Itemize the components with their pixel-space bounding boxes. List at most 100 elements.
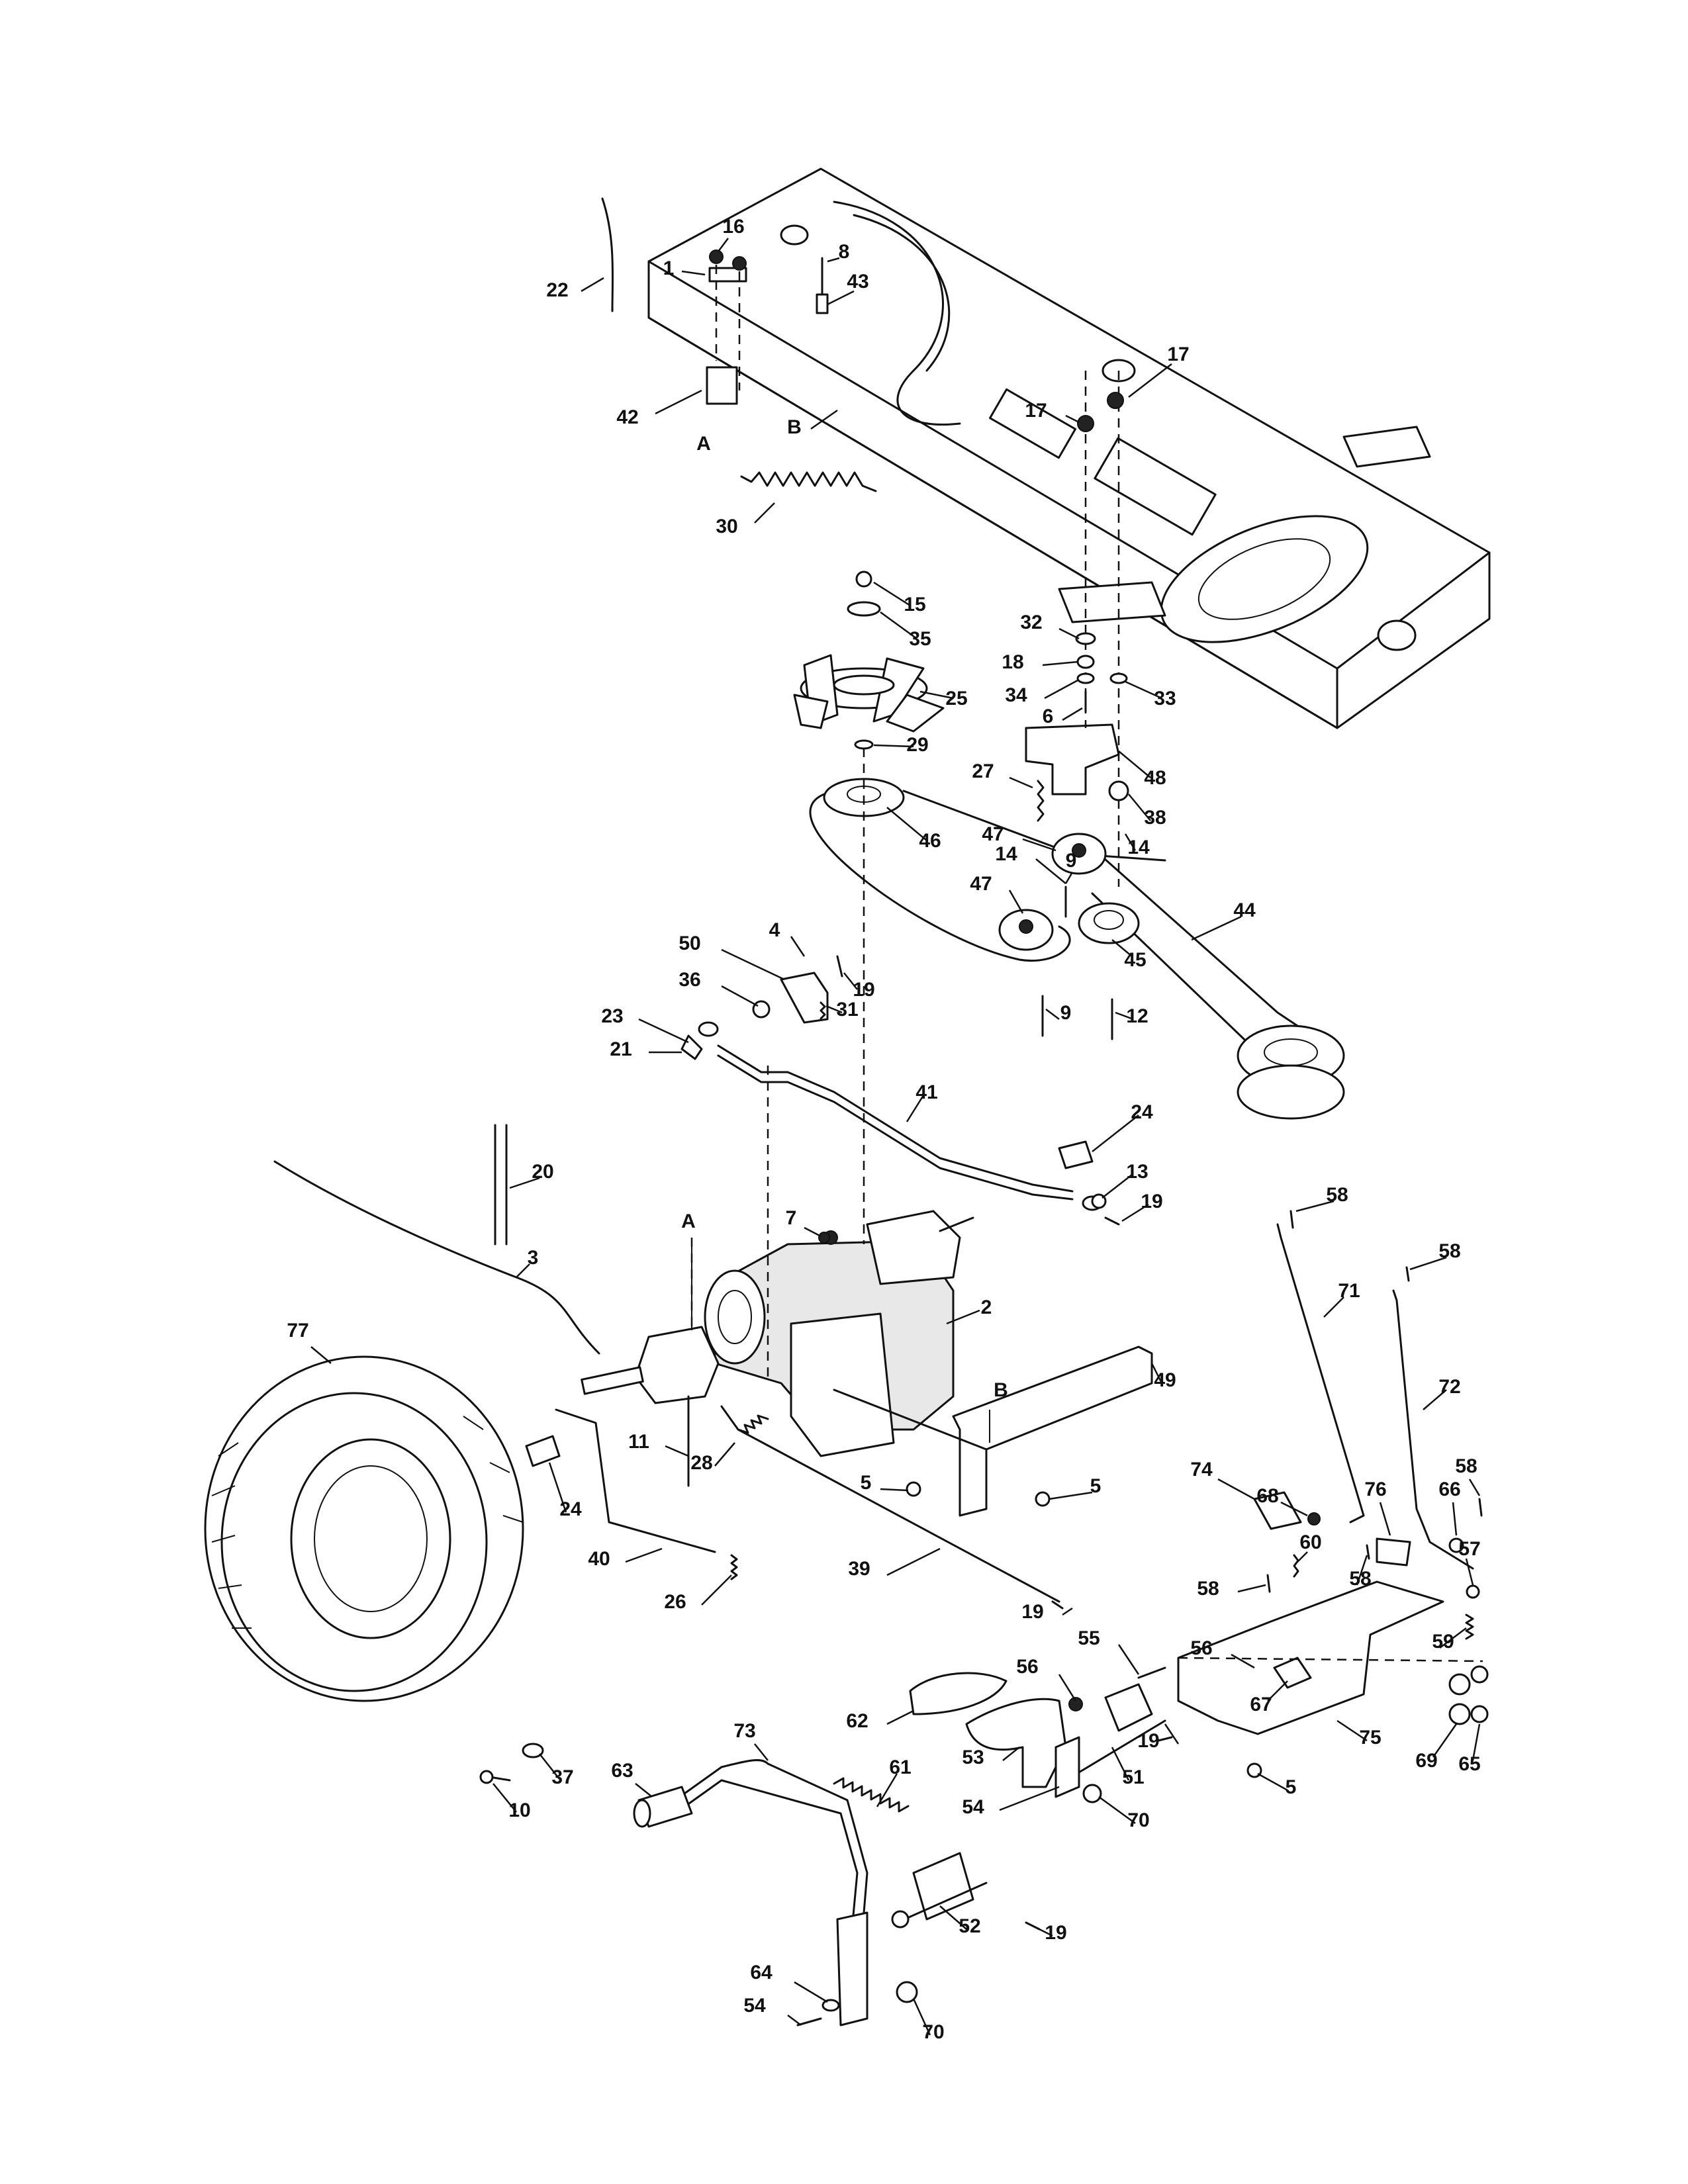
callout-leader-c54b xyxy=(787,2015,802,2026)
callout-label-c13: 13 xyxy=(1126,1161,1148,1183)
callout-leader-c22 xyxy=(581,277,604,293)
callout-label-c74: 74 xyxy=(1190,1459,1213,1480)
callout-label-c20: 20 xyxy=(532,1161,553,1183)
callout-leader-c71 xyxy=(1323,1297,1344,1318)
callout-label-c28: 28 xyxy=(690,1452,712,1474)
callout-leader-c39 xyxy=(886,1547,941,1576)
callout-leader-c48 xyxy=(1118,751,1151,778)
callout-leader-c41 xyxy=(906,1095,925,1122)
callout-label-c58e: 58 xyxy=(1349,1568,1371,1590)
callout-label-c67: 67 xyxy=(1250,1694,1272,1715)
callout-leader-c51 xyxy=(1111,1747,1130,1781)
callout-leader-c63 xyxy=(635,1783,653,1797)
callout-leader-c75 xyxy=(1336,1719,1368,1742)
callout-label-c18: 18 xyxy=(1002,651,1023,673)
callout-label-c36: 36 xyxy=(679,969,700,991)
part-3-harness xyxy=(273,1160,600,1355)
callout-label-c56b: 56 xyxy=(1190,1637,1212,1659)
callout-label-c14a: 14 xyxy=(995,843,1017,865)
callout-label-c27: 27 xyxy=(972,760,994,782)
callout-leader-c37 xyxy=(539,1753,560,1780)
callout-label-c5b: 5 xyxy=(1090,1475,1102,1497)
callout-label-c9b: 9 xyxy=(1060,1002,1072,1024)
callout-leader-c17a xyxy=(1128,363,1172,398)
callout-leader-c60 xyxy=(1297,1551,1308,1563)
callout-label-c50: 50 xyxy=(679,933,700,954)
callout-label-c65: 65 xyxy=(1458,1753,1480,1775)
callout-label-c34: 34 xyxy=(1005,684,1027,706)
callout-label-c15: 15 xyxy=(904,594,925,615)
callout-leader-c62 xyxy=(886,1709,914,1725)
callout-label-c38: 38 xyxy=(1144,807,1166,829)
parts-60-76-74-68 xyxy=(1253,1491,1411,1578)
idler-pulleys xyxy=(998,833,1140,951)
callout-label-c32: 32 xyxy=(1020,612,1042,633)
callout-label-c47a: 47 xyxy=(982,823,1004,845)
callout-label-c23: 23 xyxy=(601,1005,623,1027)
part-1-16-hardware xyxy=(706,250,747,405)
callout-leader-c55 xyxy=(1117,1644,1140,1675)
callout-leader-c19d xyxy=(1164,1723,1180,1745)
parts-51-55-56-shaft xyxy=(1055,1666,1166,1803)
callout-label-c17b: 17 xyxy=(1025,400,1047,422)
callout-leader-c25 xyxy=(919,690,954,700)
callout-leader-c2 xyxy=(946,1309,980,1325)
callout-label-c45: 45 xyxy=(1124,949,1146,971)
callout-label-c58a: 58 xyxy=(1326,1184,1348,1206)
callout-leader-c13 xyxy=(1102,1174,1133,1199)
callout-leader-c47b xyxy=(1008,889,1024,914)
callout-leader-c77 xyxy=(310,1346,332,1364)
callout-leader-c19a xyxy=(843,972,858,990)
callout-leader-c58b xyxy=(1409,1256,1447,1271)
callout-label-c48: 48 xyxy=(1144,767,1166,789)
callout-label-c69: 69 xyxy=(1415,1750,1437,1772)
callout-leader-c59 xyxy=(1439,1627,1467,1649)
callout-label-c63: 63 xyxy=(611,1760,633,1782)
callout-leader-c12 xyxy=(1115,1011,1134,1021)
callout-label-c57: 57 xyxy=(1458,1538,1480,1560)
callout-leader-c20 xyxy=(509,1177,540,1189)
part-8-43-pin xyxy=(816,257,829,314)
callout-label-c5c: 5 xyxy=(1286,1776,1297,1798)
callout-leader-c5a xyxy=(880,1488,909,1492)
callout-label-c6: 6 xyxy=(1043,705,1054,727)
part-25-fan xyxy=(793,654,945,733)
part-29-spacer xyxy=(854,739,874,750)
wheel-hardware-37-10 xyxy=(479,1743,544,1784)
callout-leader-c58c xyxy=(1468,1479,1481,1496)
callout-leader-c58a xyxy=(1295,1200,1335,1212)
callout-label-c58c: 58 xyxy=(1455,1455,1477,1477)
part-75-plate xyxy=(1177,1580,1483,1735)
callout-leader-c57 xyxy=(1465,1558,1474,1586)
callout-label-c37: 37 xyxy=(551,1766,573,1788)
drive-belts xyxy=(809,778,1345,1120)
callout-leader-c11 xyxy=(665,1445,689,1457)
callout-leader-c68 xyxy=(1280,1501,1308,1517)
callout-leader-c6 xyxy=(1062,707,1083,721)
callout-leader-cB1 xyxy=(810,409,838,430)
callout-label-c70b: 70 xyxy=(922,2021,944,2043)
part-15-35-nut-washer xyxy=(847,570,881,617)
callout-label-c66: 66 xyxy=(1438,1479,1460,1500)
callout-label-c16: 16 xyxy=(722,216,744,238)
callout-leader-c9b xyxy=(1045,1009,1060,1020)
callout-leader-c24b xyxy=(548,1462,567,1513)
callout-label-c56a: 56 xyxy=(1016,1656,1038,1678)
callout-leader-c67 xyxy=(1267,1680,1288,1702)
callout-label-c53: 53 xyxy=(962,1747,984,1768)
callout-leader-c58d xyxy=(1237,1584,1266,1593)
callout-leader-c42 xyxy=(655,389,702,415)
callout-leader-c64 xyxy=(794,1981,828,2003)
callout-label-c11: 11 xyxy=(628,1431,649,1453)
callout-leader-c19e xyxy=(1039,1928,1053,1937)
callout-label-c35: 35 xyxy=(909,628,931,650)
callout-label-c30: 30 xyxy=(716,516,737,537)
callout-leader-c15 xyxy=(873,581,911,607)
callout-label-c19e: 19 xyxy=(1045,1922,1066,1944)
callout-label-cA1: A xyxy=(696,433,711,455)
callout-label-c19b: 19 xyxy=(1141,1191,1162,1212)
callout-leader-c33 xyxy=(1125,680,1162,700)
callout-leader-c32 xyxy=(1058,627,1080,640)
callout-label-c55: 55 xyxy=(1078,1627,1100,1649)
part-22-clip xyxy=(601,197,614,312)
